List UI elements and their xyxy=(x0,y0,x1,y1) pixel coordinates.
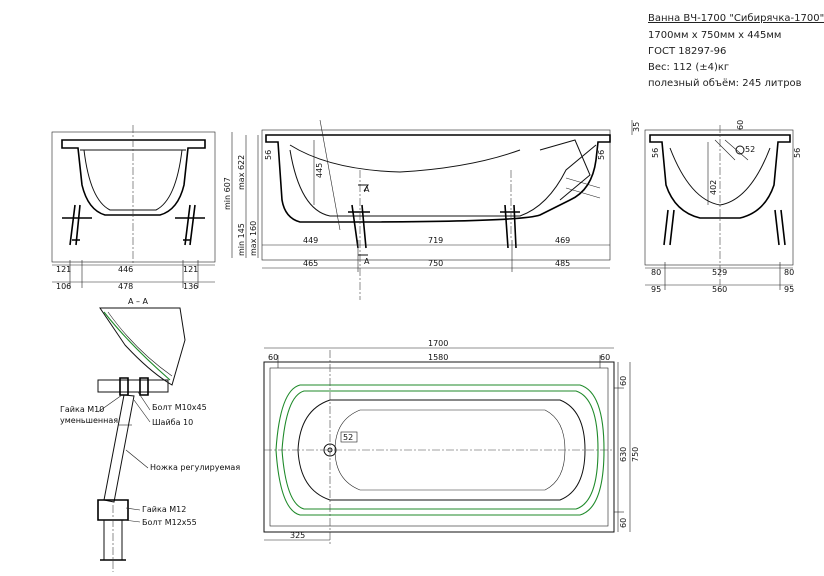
side-h-3: max 622 xyxy=(237,155,246,190)
spec-volume: полезный объём: 245 литров xyxy=(648,78,802,89)
front-dim-top-0: 121 xyxy=(56,265,71,274)
section-title: А – А xyxy=(128,297,149,306)
end-dim-4: 402 xyxy=(709,180,718,195)
end-dim-5: 52 xyxy=(745,145,755,154)
plan-dim-drain: 52 xyxy=(343,433,353,442)
side-h-4: min 145 xyxy=(237,223,246,256)
section-mark-top: A xyxy=(364,185,370,194)
label-nut-m10-sub: уменьшенная xyxy=(60,416,118,425)
spec-weight: Вес: 112 (±4)кг xyxy=(648,62,730,73)
side-h-1: 445 xyxy=(315,163,324,178)
end-view: 35 60 56 56 402 52 80 529 80 95 560 95 xyxy=(631,120,802,294)
front-dim-bottom-0: 106 xyxy=(56,282,71,291)
spec-size: 1700мм x 750мм x 445мм xyxy=(648,30,782,41)
side-dim-top-0: 449 xyxy=(303,236,318,245)
label-washer: Шайба 10 xyxy=(152,418,193,427)
plan-dim-0: 1700 xyxy=(428,339,448,348)
side-dim-bottom-1: 750 xyxy=(428,259,443,268)
side-h-0: 56 xyxy=(264,150,273,160)
plan-dim-4: 60 xyxy=(619,376,628,386)
front-dim-bottom-1: 478 xyxy=(118,282,133,291)
end-dim-top-2: 80 xyxy=(784,268,794,277)
plan-dim-2: 1580 xyxy=(428,353,448,362)
label-bolt-m10: Болт М10х45 xyxy=(152,403,207,412)
plan-dim-6: 750 xyxy=(631,447,640,462)
spec-title: Ванна ВЧ-1700 "Сибирячка-1700" xyxy=(648,13,824,24)
front-view: 121 446 121 106 478 136 xyxy=(51,125,216,291)
end-dim-2: 56 xyxy=(651,148,660,158)
side-view: A A 56 445 min 607 max 622 min 145 max 1… xyxy=(223,119,611,300)
label-leg: Ножка регулируемая xyxy=(150,463,240,472)
side-dim-bottom-0: 465 xyxy=(303,259,318,268)
side-dim-top-1: 719 xyxy=(428,236,443,245)
section-aa: А – А Гайка М10 уменьшенная Болт М10х45 … xyxy=(60,297,240,572)
plan-dim-7: 60 xyxy=(619,518,628,528)
side-h-2: min 607 xyxy=(223,177,232,210)
plan-dim-3: 60 xyxy=(600,353,610,362)
end-dim-1: 60 xyxy=(736,120,745,130)
end-dim-bottom-0: 95 xyxy=(651,285,661,294)
label-nut-m10: Гайка М10 xyxy=(60,405,104,414)
end-dim-top-1: 529 xyxy=(712,268,727,277)
plan-dim-1: 60 xyxy=(268,353,278,362)
spec-gost: ГОСТ 18297-96 xyxy=(648,46,727,57)
end-dim-bottom-2: 95 xyxy=(784,285,794,294)
side-h-5: max 160 xyxy=(249,221,258,256)
end-dim-3: 56 xyxy=(793,148,802,158)
end-dim-top-0: 80 xyxy=(651,268,661,277)
side-dim-bottom-2: 485 xyxy=(555,259,570,268)
end-dim-0: 35 xyxy=(632,122,641,132)
plan-dim-bottom: 325 xyxy=(290,531,305,540)
end-dim-bottom-1: 560 xyxy=(712,285,727,294)
side-dim-top-2: 469 xyxy=(555,236,570,245)
section-mark-bottom: A xyxy=(364,257,370,266)
plan-view: 1700 60 1580 60 60 630 750 60 52 325 xyxy=(263,339,640,545)
front-dim-bottom-2: 136 xyxy=(183,282,198,291)
plan-dim-5: 630 xyxy=(619,447,628,462)
label-nut-m12: Гайка М12 xyxy=(142,505,186,514)
side-h-right: 56 xyxy=(597,150,606,160)
label-bolt-m12: Болт М12х55 xyxy=(142,518,197,527)
front-dim-top-2: 121 xyxy=(183,265,198,274)
front-dim-top-1: 446 xyxy=(118,265,133,274)
